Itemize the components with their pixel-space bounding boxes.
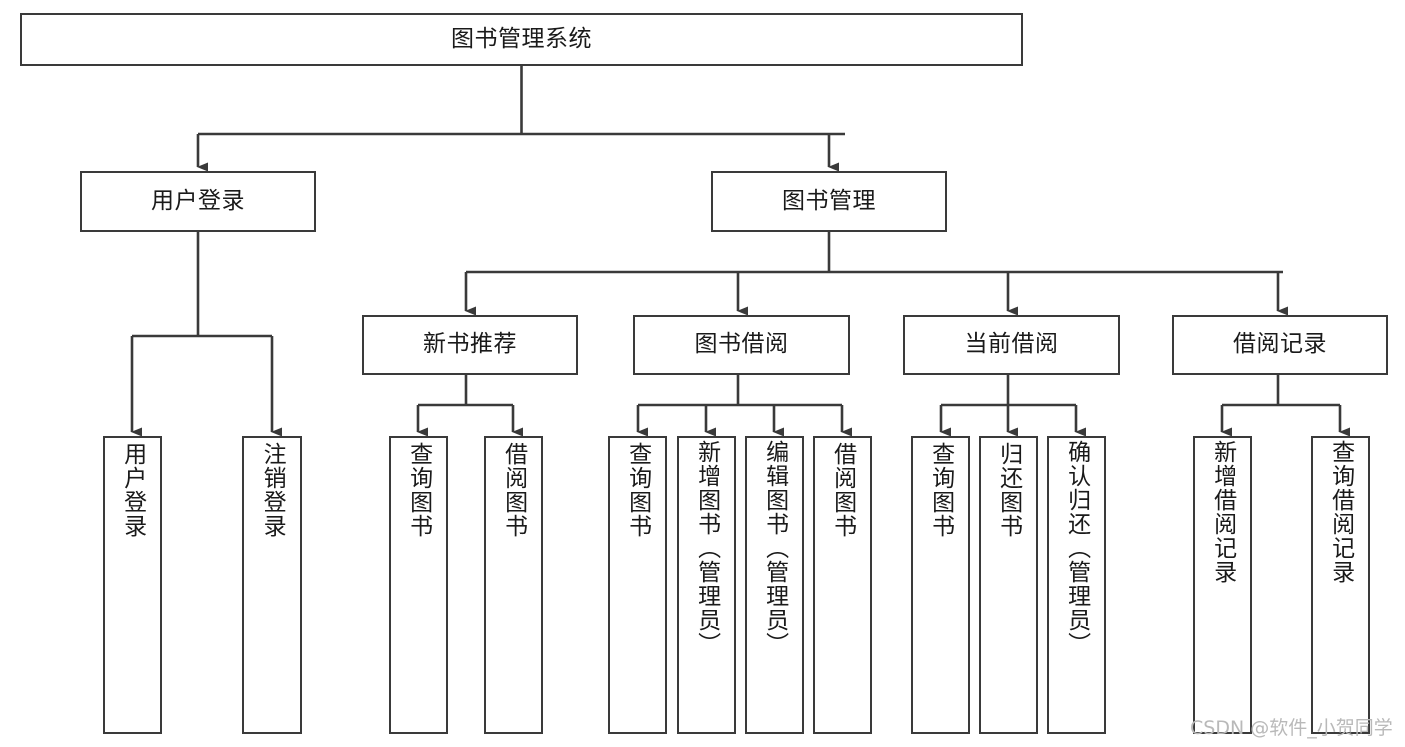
leaf-add-book-label: 新增图书（管理员） xyxy=(693,440,720,656)
node-user-login[interactable]: 用户登录 xyxy=(80,171,316,232)
leaf-add-record[interactable]: 新增借阅记录 xyxy=(1193,436,1252,734)
leaf-borrow-book-1-label: 借阅图书 xyxy=(500,442,527,538)
node-root-label: 图书管理系统 xyxy=(451,25,592,52)
node-book-manage-label: 图书管理 xyxy=(782,187,876,214)
leaf-user-login[interactable]: 用户登录 xyxy=(103,436,162,734)
leaf-query-book-2[interactable]: 查询图书 xyxy=(608,436,667,734)
leaf-user-logout-label: 注销登录 xyxy=(259,442,286,538)
leaf-add-book[interactable]: 新增图书（管理员） xyxy=(677,436,736,734)
node-book-borrow[interactable]: 图书借阅 xyxy=(633,315,850,375)
leaf-query-book-3-label: 查询图书 xyxy=(927,442,954,538)
leaf-add-record-label: 新增借阅记录 xyxy=(1209,440,1236,584)
node-current-borrow[interactable]: 当前借阅 xyxy=(903,315,1120,375)
leaf-query-book-2-label: 查询图书 xyxy=(624,442,651,538)
leaf-query-book-1-label: 查询图书 xyxy=(405,442,432,538)
node-book-borrow-label: 图书借阅 xyxy=(694,331,789,358)
leaf-return-book-label: 归还图书 xyxy=(995,442,1022,538)
leaf-query-book-3[interactable]: 查询图书 xyxy=(911,436,970,734)
leaf-confirm-return[interactable]: 确认归还（管理员） xyxy=(1047,436,1106,734)
node-root[interactable]: 图书管理系统 xyxy=(20,13,1023,66)
csdn-watermark: CSDN @软件_小贺同学 xyxy=(1190,717,1393,739)
leaf-query-record[interactable]: 查询借阅记录 xyxy=(1311,436,1370,734)
leaf-edit-book-label: 编辑图书（管理员） xyxy=(761,440,788,656)
node-new-book-recommend-label: 新书推荐 xyxy=(423,331,517,358)
leaf-borrow-book-2[interactable]: 借阅图书 xyxy=(813,436,872,734)
node-borrow-record[interactable]: 借阅记录 xyxy=(1172,315,1388,375)
node-book-manage[interactable]: 图书管理 xyxy=(711,171,947,232)
leaf-return-book[interactable]: 归还图书 xyxy=(979,436,1038,734)
leaf-borrow-book-1[interactable]: 借阅图书 xyxy=(484,436,543,734)
leaf-user-login-label: 用户登录 xyxy=(119,442,146,538)
leaf-edit-book[interactable]: 编辑图书（管理员） xyxy=(745,436,804,734)
leaf-query-record-label: 查询借阅记录 xyxy=(1327,440,1354,584)
leaf-query-book-1[interactable]: 查询图书 xyxy=(389,436,448,734)
node-current-borrow-label: 当前借阅 xyxy=(964,331,1059,358)
node-new-book-recommend[interactable]: 新书推荐 xyxy=(362,315,578,375)
leaf-confirm-return-label: 确认归还（管理员） xyxy=(1063,440,1090,656)
node-user-login-label: 用户登录 xyxy=(151,187,245,214)
leaf-borrow-book-2-label: 借阅图书 xyxy=(829,442,856,538)
node-borrow-record-label: 借阅记录 xyxy=(1233,331,1327,358)
leaf-user-logout[interactable]: 注销登录 xyxy=(242,436,302,734)
